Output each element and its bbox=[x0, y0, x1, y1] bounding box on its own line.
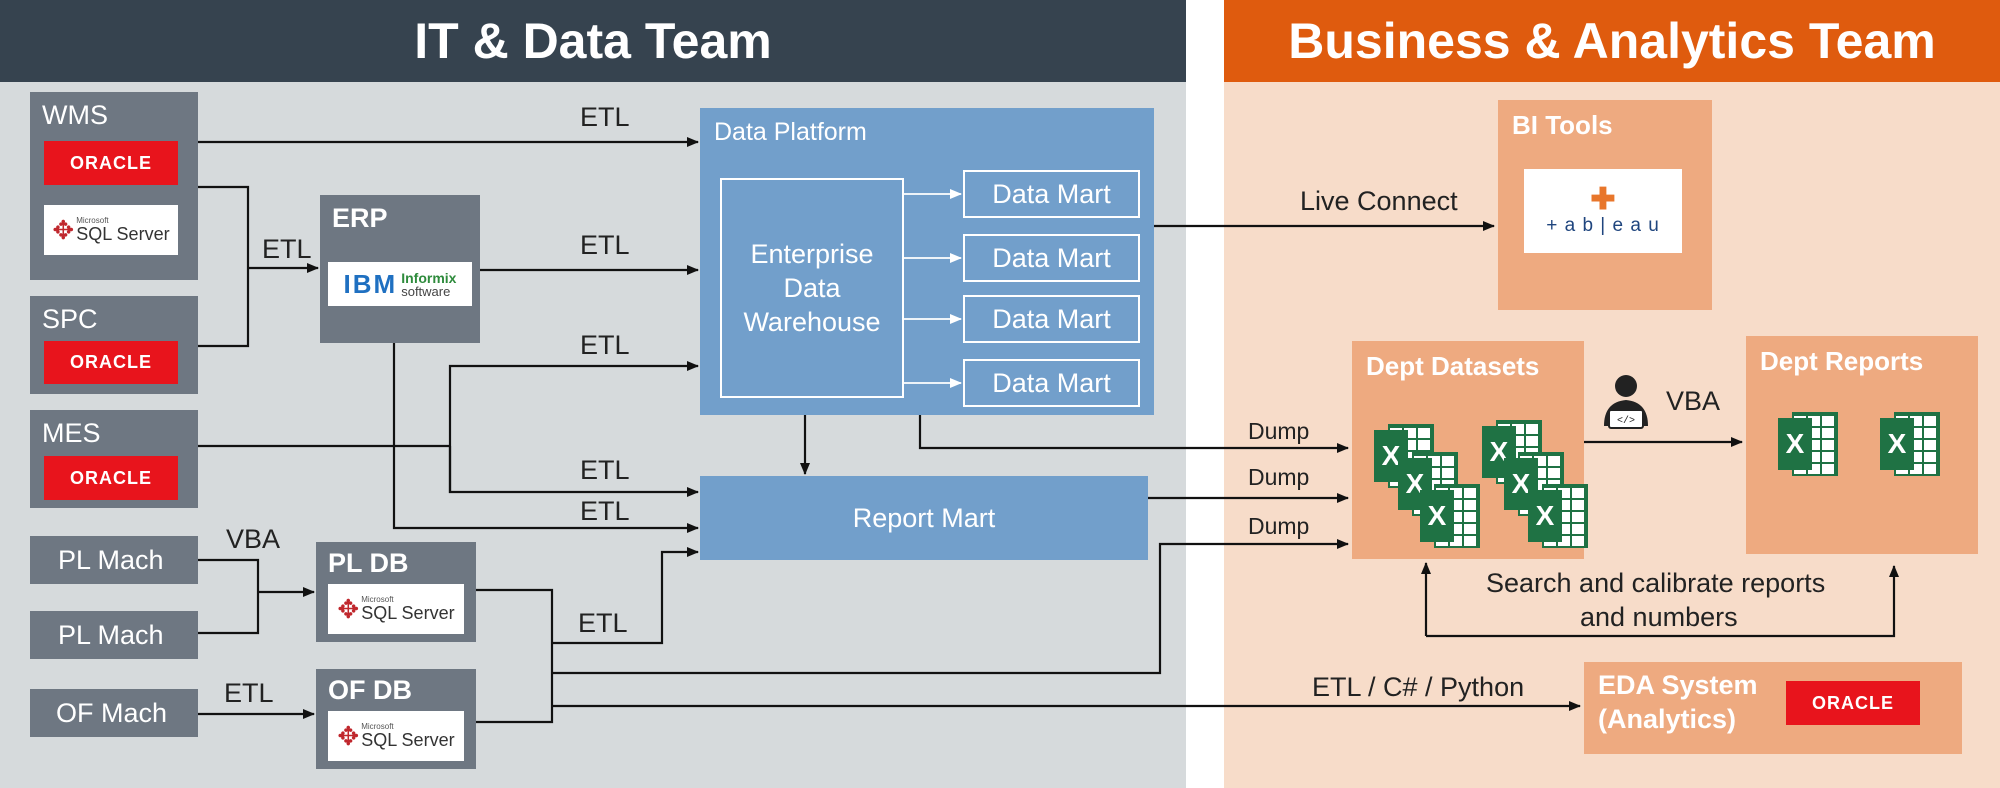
pl-mach-box-1: PL Mach bbox=[30, 536, 198, 584]
excel-badge: X bbox=[1528, 490, 1562, 542]
excel-badge: X bbox=[1880, 418, 1914, 470]
edw-line-3: Warehouse bbox=[743, 307, 881, 337]
tableau-logo: ✚ + a b | e a u bbox=[1524, 169, 1682, 253]
oracle-logo-wms: ORACLE bbox=[44, 141, 178, 185]
spc-label: SPC bbox=[42, 304, 98, 334]
etl-label-erp-in: ETL bbox=[262, 234, 312, 264]
live-connect-label: Live Connect bbox=[1300, 186, 1458, 216]
data-platform-box: Data Platform bbox=[700, 108, 1154, 415]
etl-csharp-python-label: ETL / C# / Python bbox=[1312, 672, 1525, 702]
search-calibrate-line-1: Search and calibrate reports bbox=[1486, 568, 1826, 598]
pl-mach-label-1: PL Mach bbox=[58, 545, 164, 575]
business-header: Business & Analytics Team bbox=[1224, 0, 2000, 82]
of-mach-label: OF Mach bbox=[56, 698, 168, 728]
etl-label-db: ETL bbox=[578, 608, 628, 638]
excel-badge: X bbox=[1420, 490, 1454, 542]
dept-reports-label: Dept Reports bbox=[1760, 346, 1924, 376]
pl-mach-label-2: PL Mach bbox=[58, 620, 164, 650]
dump-label-3: Dump bbox=[1248, 513, 1310, 539]
enterprise-data-warehouse: Enterprise Data Warehouse bbox=[720, 178, 904, 398]
search-calibrate-line-2: and numbers bbox=[1580, 602, 1738, 632]
sql-server-logo-wms: ✥ Microsoft SQL Server bbox=[44, 205, 178, 255]
sql-server-logo-of-db: ✥ Microsoft SQL Server bbox=[328, 711, 464, 761]
of-mach-box: OF Mach bbox=[30, 689, 198, 737]
oracle-logo-eda: ORACLE bbox=[1786, 681, 1920, 725]
person-laptop-icon: </> bbox=[1604, 375, 1648, 429]
bi-tools-label: BI Tools bbox=[1512, 110, 1613, 140]
excel-badge: X bbox=[1398, 458, 1432, 510]
dept-datasets-label: Dept Datasets bbox=[1366, 351, 1540, 381]
etl-label-erp-out: ETL bbox=[580, 230, 630, 260]
excel-badge: X bbox=[1778, 418, 1812, 470]
data-mart-1: Data Mart bbox=[963, 170, 1140, 218]
tableau-cross-icon: ✚ bbox=[1590, 183, 1616, 216]
etl-label-mes-rm: ETL bbox=[580, 455, 630, 485]
vba-label-reports: VBA bbox=[1666, 386, 1721, 416]
wms-label: WMS bbox=[42, 100, 108, 130]
eda-line-1: EDA System bbox=[1598, 670, 1758, 700]
erp-label: ERP bbox=[332, 203, 388, 233]
report-mart-box: Report Mart bbox=[700, 476, 1148, 560]
mes-label: MES bbox=[42, 418, 101, 448]
excel-badge: X bbox=[1504, 458, 1538, 510]
oracle-logo-mes: ORACLE bbox=[44, 456, 178, 500]
dump-label-1: Dump bbox=[1248, 418, 1310, 444]
svg-text:</>: </> bbox=[1617, 415, 1635, 427]
oracle-logo-spc: ORACLE bbox=[44, 341, 178, 384]
etl-label-mes: ETL bbox=[580, 330, 630, 360]
of-db-label: OF DB bbox=[328, 675, 412, 705]
pl-db-label: PL DB bbox=[328, 548, 409, 578]
vba-label-pl: VBA bbox=[226, 524, 281, 554]
etl-label-of: ETL bbox=[224, 678, 274, 708]
etl-label-erp-rm: ETL bbox=[580, 496, 630, 526]
data-mart-4: Data Mart bbox=[963, 359, 1140, 407]
dump-label-2: Dump bbox=[1248, 464, 1310, 490]
pl-mach-box-2: PL Mach bbox=[30, 611, 198, 659]
eda-line-2: (Analytics) bbox=[1598, 704, 1737, 734]
edw-line-1: Enterprise bbox=[750, 239, 874, 269]
it-header: IT & Data Team bbox=[0, 0, 1186, 82]
data-mart-3: Data Mart bbox=[963, 295, 1140, 343]
etl-label-wms: ETL bbox=[580, 102, 630, 132]
data-platform-title: Data Platform bbox=[714, 118, 867, 146]
sql-server-logo-pl-db: ✥ Microsoft SQL Server bbox=[328, 584, 464, 634]
data-mart-2: Data Mart bbox=[963, 234, 1140, 282]
ibm-informix-logo: IBM Informix software bbox=[328, 262, 472, 306]
edw-line-2: Data bbox=[783, 273, 841, 303]
